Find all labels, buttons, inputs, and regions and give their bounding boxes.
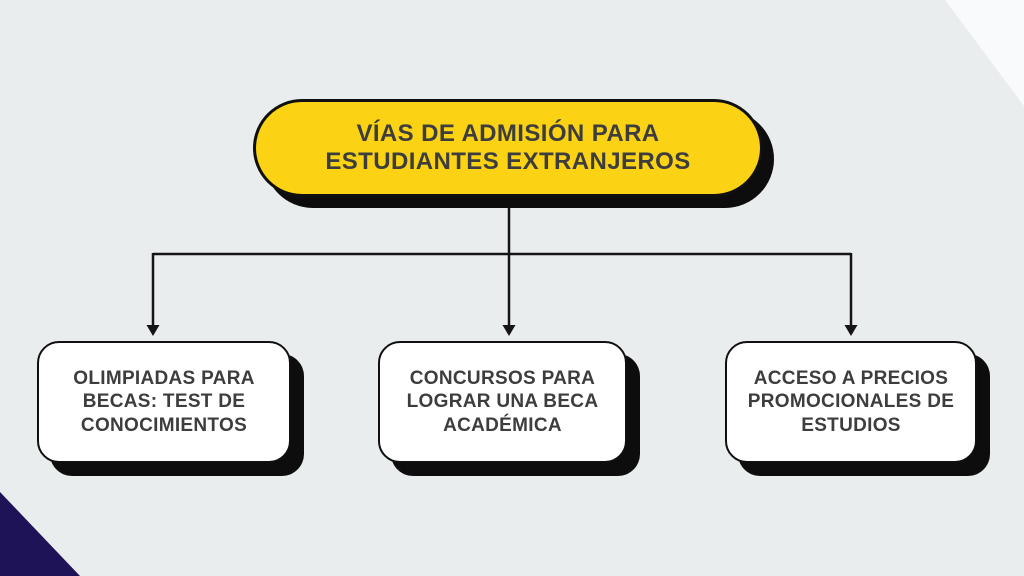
arrowhead-left [146, 325, 160, 336]
child-node-precios-promocionales-label: ACCESO A PRECIOS PROMOCIONALES DE ESTUDI… [747, 367, 955, 436]
child-node-olimpiadas: OLIMPIADAS PARA BECAS: TEST DE CONOCIMIE… [37, 341, 291, 463]
arrowhead-center [502, 325, 516, 336]
child-node-concursos-label: CONCURSOS PARA LOGRAR UNA BECA ACADÉMICA [406, 367, 599, 436]
triangle-accent-bottom-left [0, 492, 80, 576]
root-node-vias-de-admision: VÍAS DE ADMISIÓN PARA ESTUDIANTES EXTRAN… [253, 99, 763, 197]
child-node-olimpiadas-label: OLIMPIADAS PARA BECAS: TEST DE CONOCIMIE… [73, 367, 255, 436]
arrowhead-right [844, 325, 858, 336]
root-node-label: VÍAS DE ADMISIÓN PARA ESTUDIANTES EXTRAN… [325, 119, 691, 175]
child-node-precios-promocionales: ACCESO A PRECIOS PROMOCIONALES DE ESTUDI… [725, 341, 977, 463]
diagonal-accent-top-right [945, 0, 1024, 106]
child-node-concursos: CONCURSOS PARA LOGRAR UNA BECA ACADÉMICA [378, 341, 627, 463]
